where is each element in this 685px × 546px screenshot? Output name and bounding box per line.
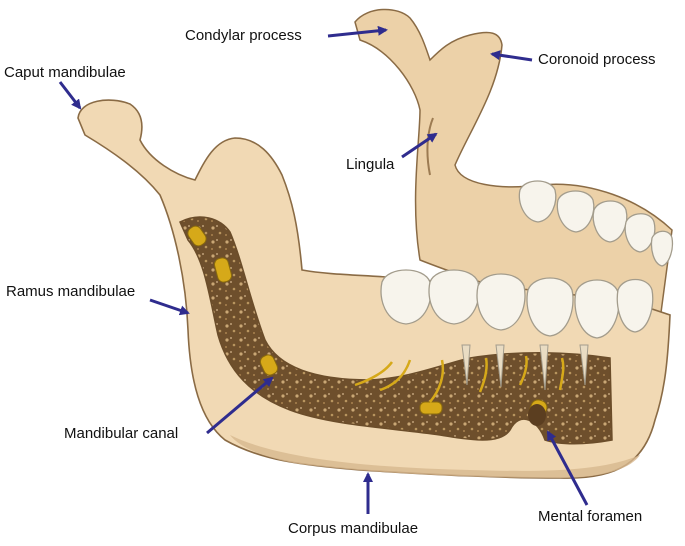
arrow-ramus-mandibulae xyxy=(149,298,190,316)
arrow-mandibular-canal xyxy=(206,376,274,435)
label-caput-mandibulae: Caput mandibulae xyxy=(4,64,126,81)
label-mental-foramen: Mental foramen xyxy=(538,508,643,525)
arrow-mental-foramen xyxy=(546,430,589,506)
label-lingula: Lingula xyxy=(346,156,395,173)
mandibular-canal-cavity xyxy=(179,216,613,445)
arrow-lingula xyxy=(401,132,438,159)
arrow-coronoid-process xyxy=(490,50,533,62)
near-teeth xyxy=(380,269,654,339)
lower-border-shadow xyxy=(230,435,640,478)
far-ramus xyxy=(354,8,673,331)
leader-arrows xyxy=(58,25,589,514)
label-coronoid-process: Coronoid process xyxy=(538,51,656,68)
arrow-condylar-process xyxy=(327,25,388,38)
label-mandibular-canal: Mandibular canal xyxy=(64,425,179,442)
label-corpus-mandibulae: Corpus mandibulae xyxy=(288,520,419,537)
inferior-alveolar-nerve xyxy=(187,225,548,421)
label-ramus-mandibulae: Ramus mandibulae xyxy=(6,283,136,300)
mental-foramen-opening xyxy=(528,404,546,426)
label-condylar-process: Condylar process xyxy=(185,27,302,44)
far-teeth xyxy=(518,180,674,267)
tooth-roots xyxy=(461,344,589,391)
nerve-branches xyxy=(354,355,565,403)
arrow-caput-mandibulae xyxy=(58,81,82,110)
